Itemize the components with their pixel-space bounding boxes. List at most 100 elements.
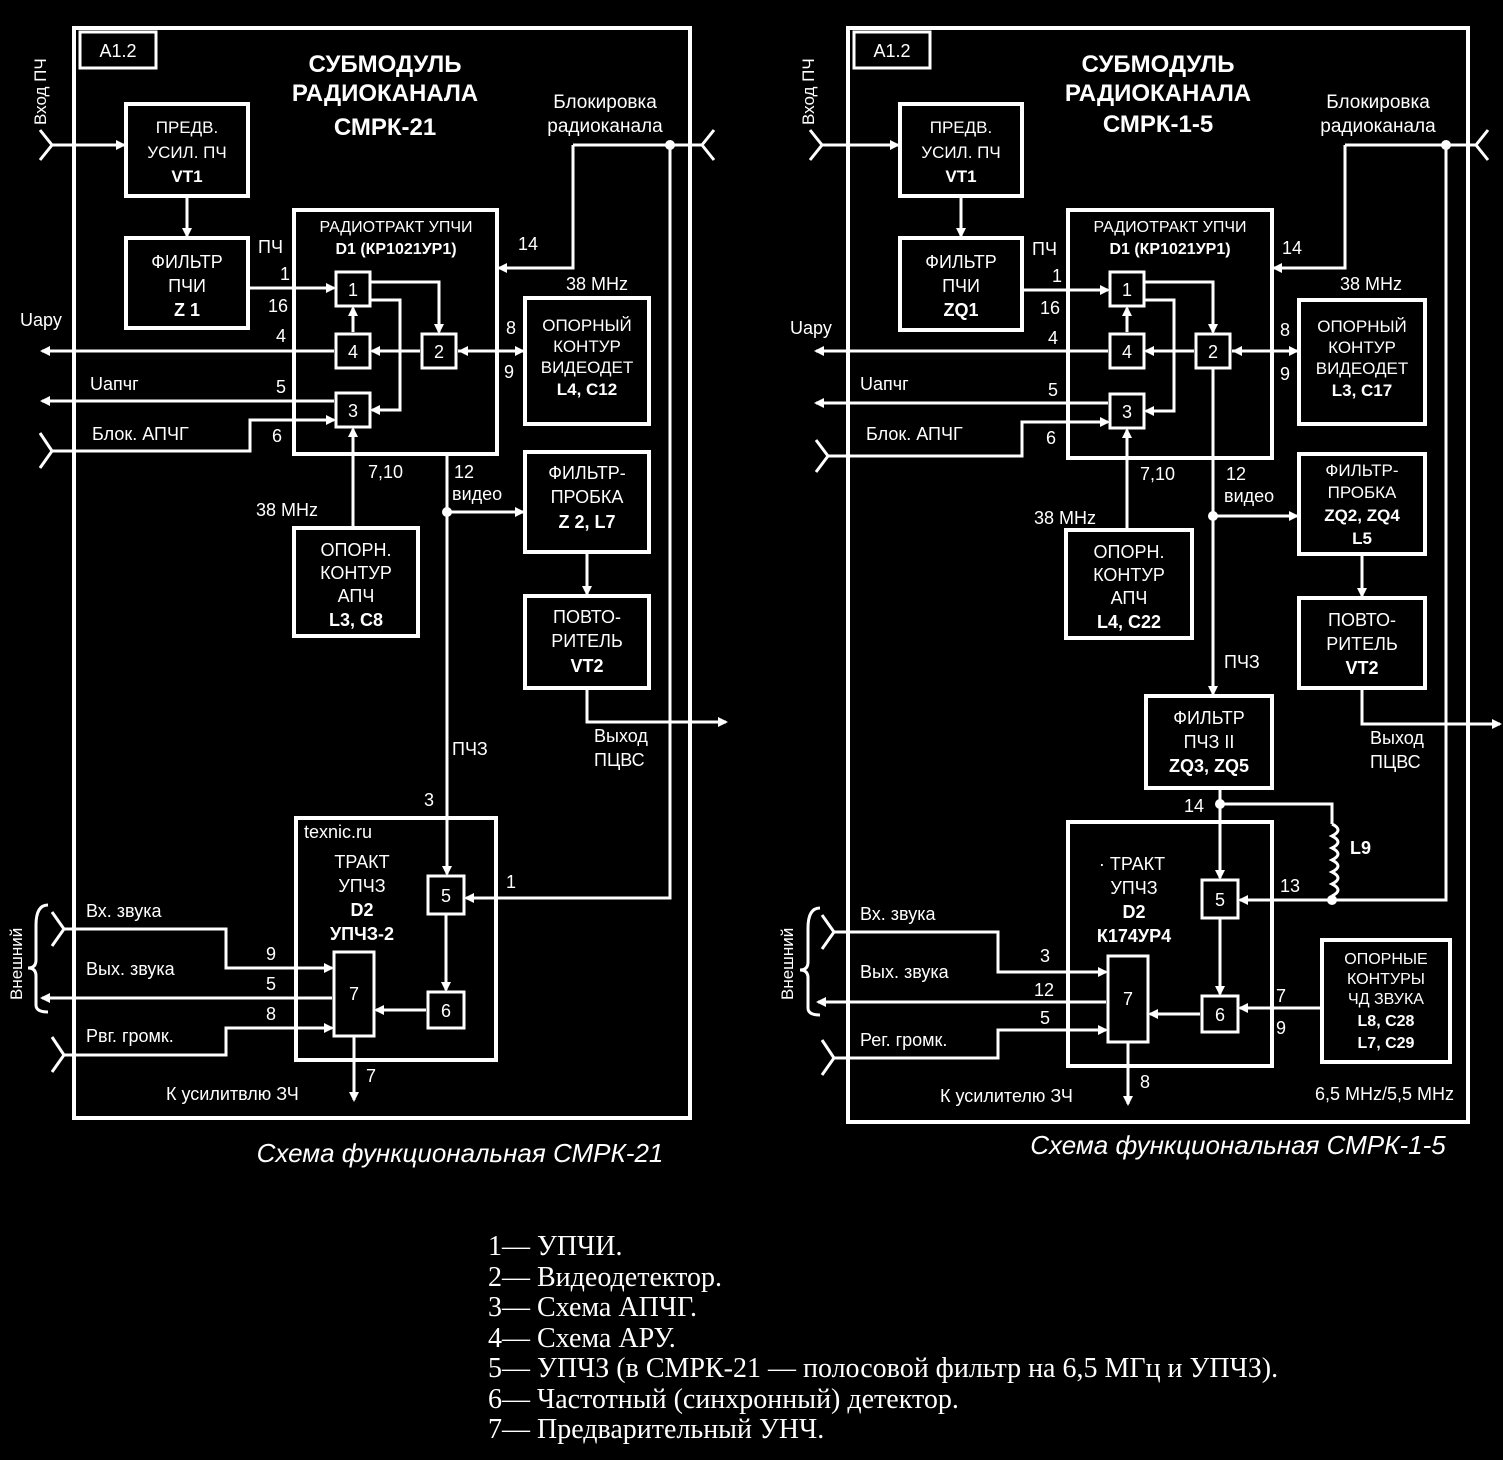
svg-text:8: 8 xyxy=(1280,320,1290,340)
svg-text:ФИЛЬТР: ФИЛЬТР xyxy=(151,252,222,272)
svg-text:5: 5 xyxy=(266,974,276,994)
input-connector-pch xyxy=(38,129,54,161)
node-1 xyxy=(1108,270,1146,308)
node-7 xyxy=(1106,954,1150,1044)
svg-text:РАДИОТРАКТ УПЧИ: РАДИОТРАКТ УПЧИ xyxy=(320,219,473,236)
svg-text:38 MHz: 38 MHz xyxy=(256,500,318,520)
svg-text:ОПОРНЫЕ: ОПОРНЫЕ xyxy=(1344,951,1427,968)
svg-text:СМРК-1-5: СМРК-1-5 xyxy=(1103,111,1213,138)
svg-text:12: 12 xyxy=(1226,464,1246,484)
node-6 xyxy=(426,990,466,1030)
legend-item: 2— Видеодетектор. xyxy=(488,1261,722,1293)
svg-text:D2: D2 xyxy=(350,900,373,920)
filter-pchi-block xyxy=(898,236,1024,332)
svg-text:8: 8 xyxy=(506,318,516,338)
svg-text:9: 9 xyxy=(266,944,276,964)
svg-text:4: 4 xyxy=(1048,328,1058,348)
svg-text:6: 6 xyxy=(272,426,282,446)
svg-text:СУБМОДУЛЬ: СУБМОДУЛЬ xyxy=(1081,51,1234,78)
filter-pchi-block xyxy=(124,236,250,330)
legend-item: 6— Частотный (синхронный) детектор. xyxy=(488,1383,959,1415)
external-label: Внешний xyxy=(7,928,26,1000)
internal-nodes: 1 2 3 4 5 6 7 xyxy=(1106,270,1240,1044)
svg-text:13: 13 xyxy=(1280,876,1300,896)
svg-text:VT2: VT2 xyxy=(570,656,603,676)
wiring xyxy=(40,140,728,1102)
svg-text:ОПОРНЫЙ: ОПОРНЫЙ xyxy=(542,316,632,335)
svg-text:АПЧ: АПЧ xyxy=(1111,588,1148,608)
junction-dot xyxy=(665,140,675,150)
svg-text:ПЧЗ II: ПЧЗ II xyxy=(1184,732,1235,752)
svg-text:СУБМОДУЛЬ: СУБМОДУЛЬ xyxy=(308,51,461,78)
input-connector-rg xyxy=(50,1036,66,1073)
svg-text:К усилитвлю ЗЧ: К усилитвлю ЗЧ xyxy=(166,1084,299,1104)
blocking-connector xyxy=(700,129,716,161)
blocking-connector xyxy=(1474,129,1490,161)
input-connector-vx xyxy=(50,911,66,947)
svg-text:Z 1: Z 1 xyxy=(174,300,200,320)
svg-text:ВИДЕОДЕТ: ВИДЕОДЕТ xyxy=(541,358,634,377)
filter-pchz-block xyxy=(1144,694,1274,790)
caption: Схема функциональная СМРК-1-5 xyxy=(1030,1130,1446,1160)
svg-text:Вх. звука: Вх. звука xyxy=(860,904,936,924)
svg-text:L8, C28: L8, C28 xyxy=(1358,1013,1415,1030)
svg-text:4: 4 xyxy=(276,326,286,346)
blocking-label: Блокировка радиоканала xyxy=(1320,92,1436,137)
svg-text:5: 5 xyxy=(276,377,286,397)
svg-text:3: 3 xyxy=(1040,946,1050,966)
svg-text:1: 1 xyxy=(1052,266,1062,286)
svg-text:Вых. звука: Вых. звука xyxy=(860,962,950,982)
junction-dot xyxy=(1327,895,1337,905)
input-connector-blok xyxy=(814,439,830,473)
svg-text:ПРОБКА: ПРОБКА xyxy=(1328,483,1397,502)
svg-text:Вых. звука: Вых. звука xyxy=(86,959,176,979)
svg-text:· ТРАКТ: · ТРАКТ xyxy=(1099,854,1165,874)
svg-text:4: 4 xyxy=(348,342,358,362)
svg-text:СМРК-21: СМРК-21 xyxy=(334,114,436,141)
svg-text:D1 (КР1021УР1): D1 (КР1021УР1) xyxy=(1109,241,1230,258)
external-brace xyxy=(799,906,821,1017)
filter-probka-block xyxy=(523,450,651,554)
node-7 xyxy=(332,950,376,1038)
svg-text:14: 14 xyxy=(518,234,538,254)
svg-text:Блок. АПЧГ: Блок. АПЧГ xyxy=(92,424,189,444)
module-id-box xyxy=(78,30,158,70)
diagram-smrk21: A1.2 СУБМОДУЛЬ РАДИОКАНАЛА СМРК-21 Блоки… xyxy=(7,26,728,1168)
svg-text:радиоканала: радиоканала xyxy=(1320,116,1436,137)
svg-text:ZQ1: ZQ1 xyxy=(943,300,978,320)
svg-text:1: 1 xyxy=(280,264,290,284)
svg-text:VT1: VT1 xyxy=(945,167,976,186)
svg-text:14: 14 xyxy=(1184,796,1204,816)
svg-text:7: 7 xyxy=(1123,989,1133,1009)
caption: Схема функциональная СМРК-21 xyxy=(257,1138,664,1168)
svg-text:КОНТУР: КОНТУР xyxy=(553,337,621,356)
svg-text:VT1: VT1 xyxy=(171,167,202,186)
input-connector-rg xyxy=(820,1039,836,1076)
input-connector-vx xyxy=(820,914,836,950)
svg-text:ФИЛЬТР: ФИЛЬТР xyxy=(1173,708,1244,728)
svg-text:5: 5 xyxy=(1040,1008,1050,1028)
title: СУБМОДУЛЬ РАДИОКАНАЛА СМРК-1-5 xyxy=(1065,51,1251,138)
svg-text:РАДИОТРАКТ УПЧИ: РАДИОТРАКТ УПЧИ xyxy=(1094,219,1247,236)
signal-labels: ПЧ Uару Uапчг Блок. АПЧГ 38 MHz 38 MHz 7… xyxy=(790,239,1454,1106)
svg-text:УПЧЗ-2: УПЧЗ-2 xyxy=(330,924,394,944)
svg-text:L9: L9 xyxy=(1350,838,1371,858)
legend-item: 4— Схема АРУ. xyxy=(488,1322,676,1354)
svg-text:3: 3 xyxy=(424,790,434,810)
svg-text:2: 2 xyxy=(434,342,444,362)
svg-text:РИТЕЛЬ: РИТЕЛЬ xyxy=(1326,634,1398,654)
svg-text:5: 5 xyxy=(1215,890,1225,910)
svg-text:12: 12 xyxy=(1034,980,1054,1000)
svg-text:7: 7 xyxy=(1276,986,1286,1006)
ref-apch-block xyxy=(1064,528,1194,640)
svg-text:7,10: 7,10 xyxy=(1140,464,1175,484)
svg-text:D1 (КР1021УР1): D1 (КР1021УР1) xyxy=(335,241,456,258)
svg-text:ПОВТО-: ПОВТО- xyxy=(553,607,621,627)
sound-tract-block xyxy=(294,816,498,1062)
svg-text:ZQ2, ZQ4: ZQ2, ZQ4 xyxy=(1324,506,1400,525)
svg-text:VT2: VT2 xyxy=(1345,658,1378,678)
legend-item: 1— УПЧИ. xyxy=(488,1231,623,1262)
repeater-block xyxy=(1297,596,1427,690)
svg-text:ПРОБКА: ПРОБКА xyxy=(551,487,624,507)
wiring xyxy=(814,140,1502,1106)
